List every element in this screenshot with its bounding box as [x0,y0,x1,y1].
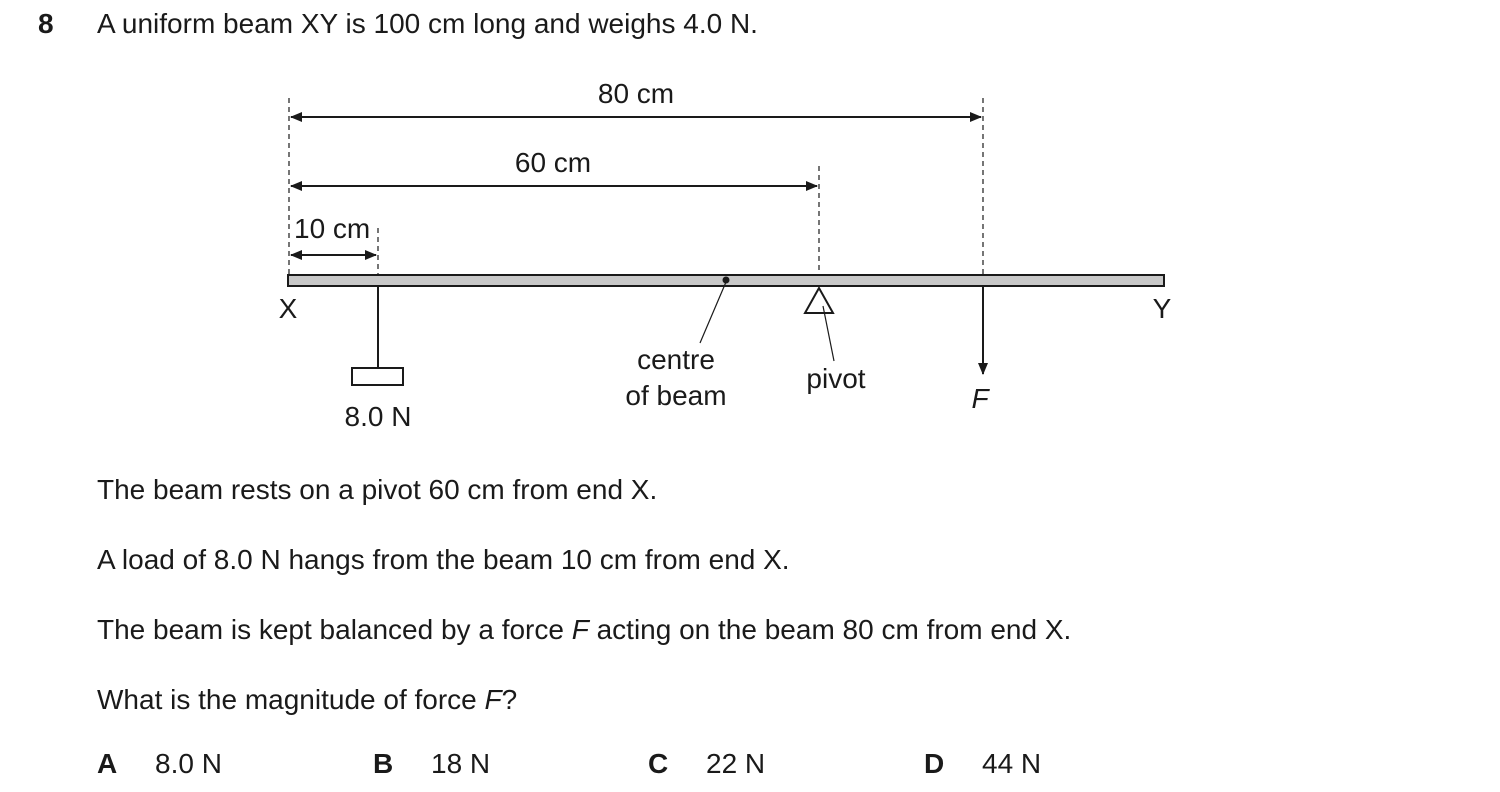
load-label: 8.0 N [345,401,412,432]
text-force-symbol: F [571,614,589,645]
option-a-value: 8.0 N [155,748,222,779]
beam-diagram: 80 cm 60 cm 10 cm X Y 8.0 N centre of be… [279,78,1172,432]
dimension-label-60cm: 60 cm [515,147,591,178]
centre-of-beam-dot [722,276,730,284]
option-a-letter: A [97,748,118,779]
centre-leader-line [699,281,727,344]
option-d-value: 44 N [982,748,1042,779]
centre-label-line2: of beam [625,380,726,411]
centre-label-line1: centre [637,344,715,375]
question-stem: A uniform beam XY is 100 cm long and wei… [97,8,758,39]
pivot-leader-line [822,305,835,362]
question-prompt-part1: What is the magnitude of force [97,684,485,715]
option-b-value: 18 N [431,748,491,779]
end-label-y: Y [1153,293,1172,324]
text-force-position: The beam is kept balanced by a force F a… [97,614,1071,646]
load-weight [351,367,404,386]
dimension-label-80cm: 80 cm [598,78,674,109]
option-d-letter: D [924,748,945,779]
pivot-triangle-icon [803,285,835,314]
text-force-position-part2: acting on the beam 80 cm from end X. [588,614,1072,645]
option-d[interactable]: D 44 N [924,748,1041,780]
end-label-x: X [279,293,298,324]
option-c-value: 22 N [706,748,766,779]
text-force-position-part1: The beam is kept balanced by a force [97,614,572,645]
option-c[interactable]: C 22 N [648,748,765,780]
force-label: F [971,383,990,414]
pivot-label: pivot [806,363,865,394]
option-a[interactable]: A 8.0 N [97,748,222,780]
question-prompt: What is the magnitude of force F? [97,684,517,716]
question-number: 8 [38,8,54,39]
text-load-position: A load of 8.0 N hangs from the beam 10 c… [97,544,790,575]
option-c-letter: C [648,748,669,779]
dimension-label-10cm: 10 cm [294,213,370,244]
question-force-symbol: F [484,684,502,715]
option-b[interactable]: B 18 N [373,748,490,780]
question-prompt-part2: ? [501,684,518,715]
option-b-letter: B [373,748,394,779]
text-pivot-position: The beam rests on a pivot 60 cm from end… [97,474,658,505]
